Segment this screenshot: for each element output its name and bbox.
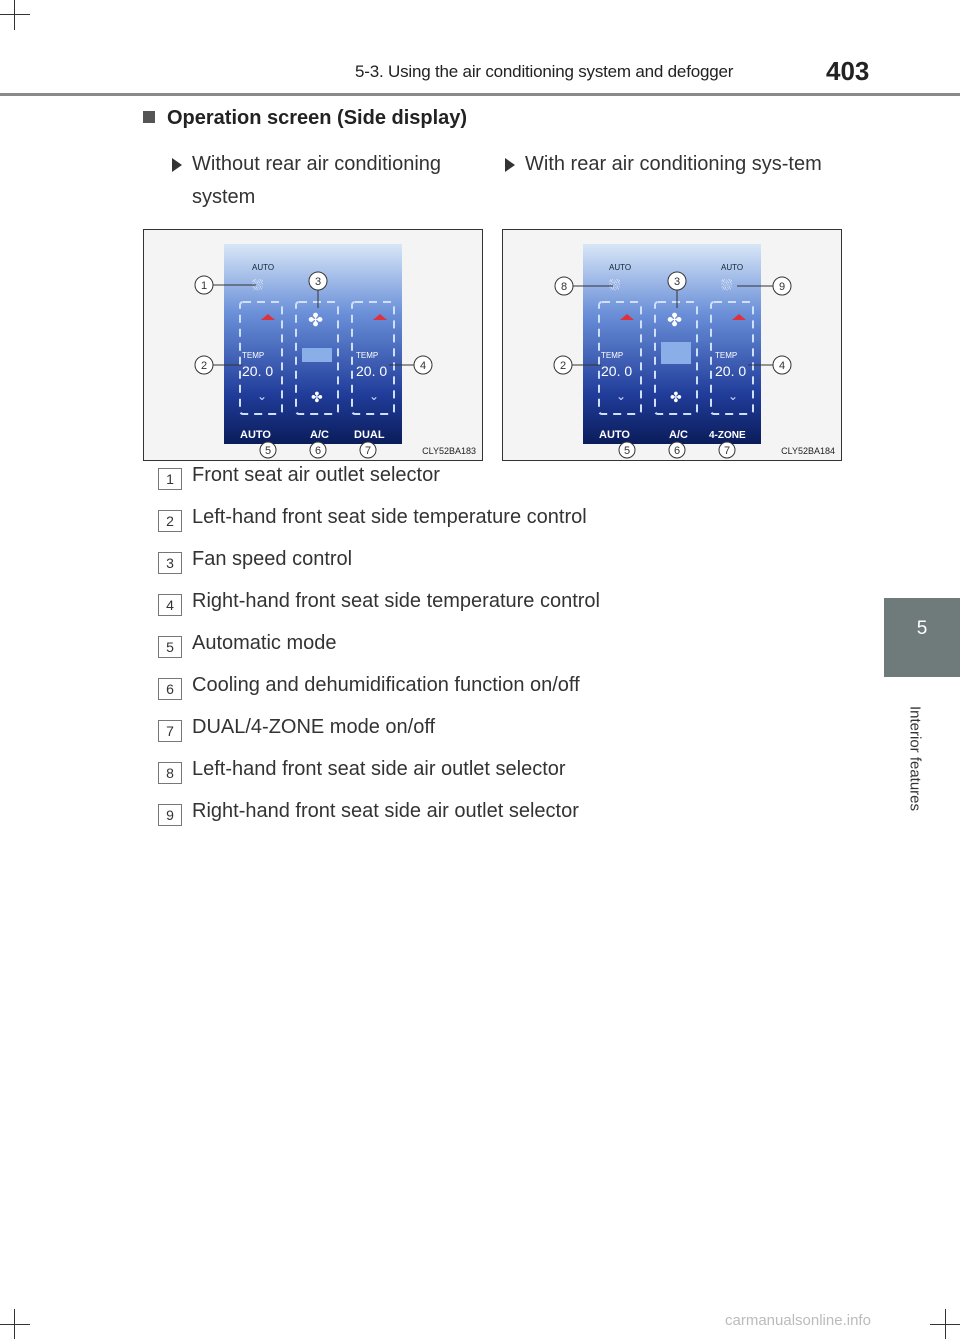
figure-code: CLY52BA183: [422, 446, 476, 456]
callouts: [194, 271, 433, 459]
legend-number: 3: [158, 552, 182, 574]
outlet-brackets: [598, 301, 754, 415]
fan-small-icon: ✤: [311, 389, 323, 405]
screen-auto-label: AUTO: [252, 263, 274, 272]
fan-level-bar: [302, 348, 332, 362]
legend-number: 2: [158, 510, 182, 532]
temp-down-right-icon: ⌄: [369, 389, 379, 403]
callout-label: 6: [674, 445, 680, 457]
callout-label: 3: [674, 276, 680, 288]
column-heading-left: Without rear air conditioning system: [172, 148, 497, 214]
crop-mark: [0, 1324, 30, 1325]
callout-label: 8: [561, 281, 567, 293]
temp-label-left: TEMP: [242, 351, 264, 360]
watermark: carmanualsonline.info: [725, 1312, 871, 1329]
air-outlet-icon: ⛆: [252, 277, 263, 293]
screen-button-dual: DUAL: [354, 429, 385, 441]
temp-up-left-icon: [620, 314, 634, 320]
chapter-number: 5: [916, 618, 928, 639]
temp-up-right-icon: [373, 314, 387, 320]
legend-text: Front seat air outlet selector: [192, 464, 440, 486]
temp-down-left-icon: ⌄: [257, 389, 267, 403]
triangle-bullet-icon: [172, 158, 182, 172]
callout-label: 3: [315, 276, 321, 288]
legend-number: 7: [158, 720, 182, 742]
callout-label: 7: [365, 445, 371, 457]
callout-label: 2: [201, 360, 207, 372]
temp-label-left: TEMP: [601, 351, 623, 360]
callout-label: 4: [779, 360, 785, 372]
temp-label-right: TEMP: [356, 351, 378, 360]
screen-button-ac: A/C: [669, 429, 688, 441]
callout-label: 1: [201, 280, 207, 292]
chapter-tab: 5: [884, 598, 960, 677]
column-heading-right: With rear air conditioning sys-tem: [505, 148, 855, 181]
figure-code: CLY52BA184: [781, 446, 835, 456]
temp-down-right-icon: ⌄: [728, 389, 738, 403]
crop-mark: [14, 0, 15, 30]
legend-number: 8: [158, 762, 182, 784]
temp-up-right-icon: [732, 314, 746, 320]
air-outlet-left-icon: ⛆: [609, 277, 620, 293]
callout-label: 5: [265, 445, 271, 457]
triangle-bullet-icon: [505, 158, 515, 172]
column-heading-text: With rear air conditioning sys-tem: [525, 153, 822, 175]
crop-mark: [930, 1324, 960, 1325]
legend-text: Left-hand front seat side air outlet sel…: [192, 758, 566, 780]
temp-value-left: 20. 0: [601, 363, 632, 379]
callout-label: 6: [315, 445, 321, 457]
temp-label-right: TEMP: [715, 351, 737, 360]
crop-mark: [0, 14, 30, 15]
section-title-text: Operation screen (Side display): [167, 107, 468, 129]
screen-button-ac: A/C: [310, 429, 329, 441]
legend-number: 5: [158, 636, 182, 658]
screen-auto-label-right: AUTO: [721, 263, 743, 272]
header-rule: [0, 93, 960, 96]
legend-number: 1: [158, 468, 182, 490]
climate-screen-illustration: AUTO ⛆ ✤ TEMP 20. 0 TEMP 20. 0 ✤ ⌄ ⌄ AUT…: [194, 244, 433, 459]
figure-without-rear-ac: AUTO ⛆ ✤ TEMP 20. 0 TEMP 20. 0 ✤ ⌄ ⌄ AUT…: [143, 229, 483, 461]
legend-text: Cooling and dehumidification function on…: [192, 674, 580, 696]
legend-text: Left-hand front seat side temperature co…: [192, 506, 587, 528]
legend-text: Automatic mode: [192, 632, 337, 654]
legend-number: 6: [158, 678, 182, 700]
chapter-label-text: Interior features: [906, 705, 924, 812]
temp-value-right: 20. 0: [356, 363, 387, 379]
legend-number: 4: [158, 594, 182, 616]
temp-down-left-icon: ⌄: [616, 389, 626, 403]
callout-label: 9: [779, 281, 785, 293]
fan-level-bar: [661, 342, 691, 364]
outlet-brackets: [239, 301, 395, 415]
legend-text: Fan speed control: [192, 548, 353, 570]
callout-label: 2: [560, 360, 566, 372]
page-number: 403: [826, 56, 870, 86]
screen-button-auto: AUTO: [599, 429, 630, 441]
temp-value-left: 20. 0: [242, 363, 273, 379]
legend-text: Right-hand front seat side air outlet se…: [192, 800, 579, 822]
air-outlet-right-icon: ⛆: [721, 277, 732, 293]
screen-button-auto: AUTO: [240, 429, 271, 441]
legend-text: DUAL/4-ZONE mode on/off: [192, 716, 436, 738]
square-bullet-icon: [143, 111, 155, 123]
legend-text: Right-hand front seat side temperature c…: [192, 590, 600, 612]
chapter-header-title: 5-3. Using the air conditioning system a…: [355, 62, 734, 81]
section-title: Operation screen (Side display): [143, 107, 467, 130]
screen-auto-label-left: AUTO: [609, 263, 631, 272]
screen-button-4-zone: 4-ZONE: [709, 430, 746, 441]
temp-up-left-icon: [261, 314, 275, 320]
temp-value-right: 20. 0: [715, 363, 746, 379]
callouts: [553, 271, 792, 459]
legend-number: 9: [158, 804, 182, 826]
fan-icon: ✤: [308, 310, 323, 330]
chapter-side-label: Interior features: [905, 690, 925, 830]
figure-with-rear-ac: AUTO AUTO ⛆ ⛆ ✤ TEMP 20. 0 TEMP 20. 0 ✤ …: [502, 229, 842, 461]
callout-label: 5: [624, 445, 630, 457]
fan-small-icon: ✤: [670, 389, 682, 405]
fan-icon: ✤: [667, 310, 682, 330]
callout-label: 4: [420, 360, 426, 372]
callout-label: 7: [724, 445, 730, 457]
climate-screen-illustration: AUTO AUTO ⛆ ⛆ ✤ TEMP 20. 0 TEMP 20. 0 ✤ …: [553, 244, 792, 459]
column-heading-text: Without rear air conditioning system: [192, 153, 442, 208]
